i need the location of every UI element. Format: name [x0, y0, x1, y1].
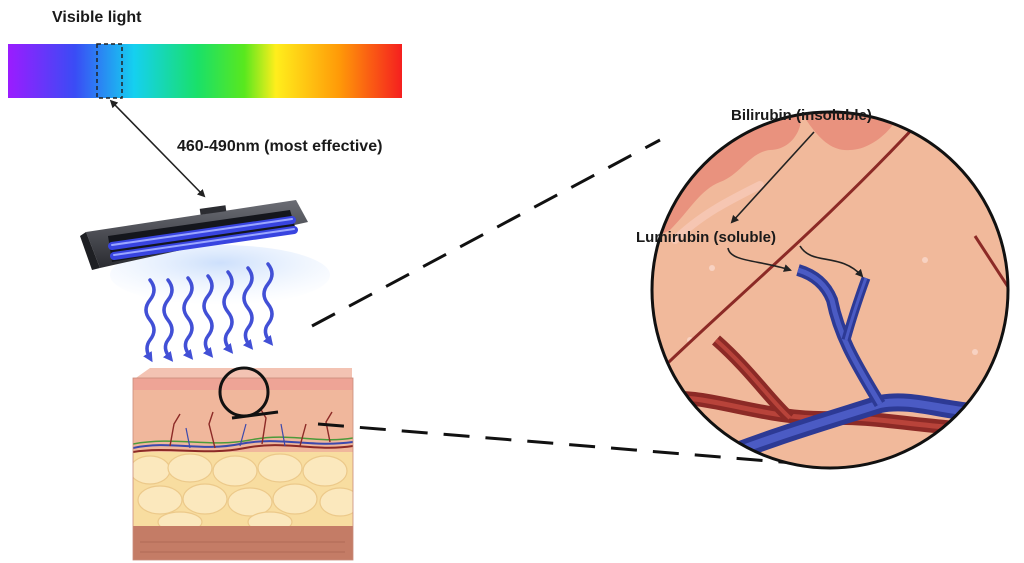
zoom-guide-lines	[311, 138, 831, 468]
lamp-glow	[110, 245, 330, 305]
transport-arrow-1	[727, 247, 792, 272]
wavelength-selection-box	[96, 43, 123, 99]
zoomed-tissue-view	[650, 110, 1010, 470]
bilirubin-label: Bilirubin (insoluble)	[731, 107, 872, 124]
pointer-line	[231, 410, 279, 420]
visible-spectrum-bar	[8, 44, 402, 98]
wavelength-label: 460-490nm (most effective)	[177, 138, 383, 155]
phototherapy-lamp-icon	[80, 200, 308, 270]
wavelength-arrow	[109, 99, 206, 198]
conversion-arrow	[730, 131, 815, 224]
spectrum-title: Visible light	[52, 9, 142, 26]
transport-arrow-2	[799, 245, 864, 278]
lumirubin-label: Lumirubin (soluble)	[636, 229, 776, 246]
light-rays	[143, 262, 274, 363]
skin-cross-section	[132, 368, 354, 561]
